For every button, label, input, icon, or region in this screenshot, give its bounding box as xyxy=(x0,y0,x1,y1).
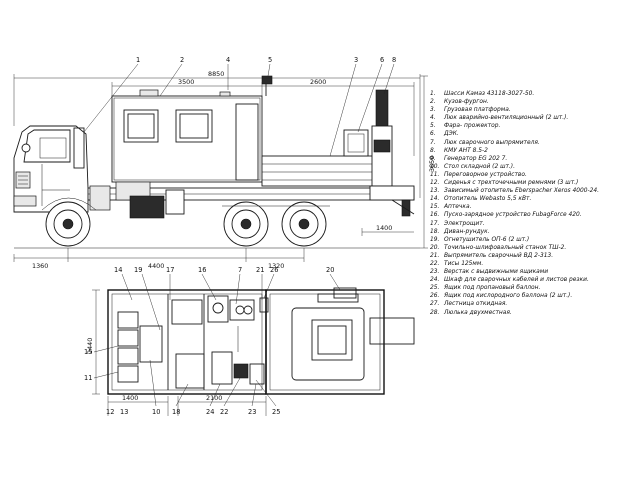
callout-25: 25 xyxy=(272,408,280,416)
legend-item: 4.Люк аварийно-вентиляционный (2 шт.). xyxy=(430,115,569,122)
rear-wheel-2 xyxy=(281,201,327,247)
legend-item: 17.Электрощит. xyxy=(430,220,485,227)
callout-8: 8 xyxy=(392,56,396,64)
callout-26: 26 xyxy=(270,266,278,274)
legend-item: 9.Генератор EG 202 7. xyxy=(430,155,508,162)
callout-15: 15 xyxy=(84,348,92,356)
legend-item: 19.Огнетушитель ОП-6 (2 шт.) xyxy=(430,236,530,243)
legend-item: 18.Диван-рундук. xyxy=(430,228,490,235)
front-wheel xyxy=(41,197,97,247)
callout-6: 6 xyxy=(380,56,384,64)
dim-overall-height: 3850 xyxy=(428,156,436,172)
legend-item: 26.Ящик под кислородного баллона (2 шт.)… xyxy=(430,293,573,300)
legend-item: 15.Аптечка. xyxy=(430,204,472,211)
callout-23: 23 xyxy=(248,408,256,416)
cargo-platform xyxy=(261,155,391,187)
legend-item: 10.Стол складной (2 шт.). xyxy=(430,163,515,170)
legend-item: 3.Грузовая платформа. xyxy=(430,107,511,114)
legend-item: 11.Переговорное устройство. xyxy=(430,171,527,178)
dim-bogie: 1320 xyxy=(268,262,284,270)
dim-plan-1400: 1400 xyxy=(122,394,138,402)
callout-10: 10 xyxy=(152,408,160,416)
callout-3: 3 xyxy=(354,56,358,64)
legend-item: 14.Отопитель Webasto 5,5 кВт. xyxy=(430,196,532,203)
legend-item: 20.Точильно-шлифовальный станок ТШ-2. xyxy=(430,244,567,251)
plan-view: 2440 1400 2100 14 19 17 16 7 21 26 20 15… xyxy=(84,266,415,416)
dim-body-length: 3500 xyxy=(178,78,194,86)
callout-21: 21 xyxy=(256,266,264,274)
callout-1: 1 xyxy=(136,56,140,64)
legend-item: 5.Фара- прожектор. xyxy=(430,123,501,130)
dim-plan-width: 2440 xyxy=(86,338,94,354)
legend-item: 8.КМУ АНТ 8.5-2 xyxy=(430,147,488,154)
callout-5: 5 xyxy=(268,56,272,64)
rear-wheel-1 xyxy=(223,201,269,247)
legend-item: 7.Люк сварочного выпрямителя. xyxy=(430,139,540,146)
side-view: 8850 3500 2600 3850 1400 1360 4400 1320 … xyxy=(13,56,436,270)
callout-24: 24 xyxy=(206,408,214,416)
legend-item: 23.Верстак с выдвижными ящиками xyxy=(430,269,549,276)
legend-item: 13.Зависимый отопитель Eberspacher Xeros… xyxy=(430,188,599,195)
callout-22: 22 xyxy=(220,408,228,416)
legend-item: 25.Ящик под пропановый баллон. xyxy=(430,285,541,292)
crane xyxy=(369,89,415,217)
callout-20: 20 xyxy=(326,266,334,274)
legend-item: 2.Кузов-фургон. xyxy=(430,99,489,106)
callout-12: 12 xyxy=(106,408,114,416)
callout-4: 4 xyxy=(226,56,230,64)
dim-plan-2100: 2100 xyxy=(206,394,222,402)
callout-17: 17 xyxy=(166,266,174,274)
legend-item: 27.Лестница откидная. xyxy=(430,301,508,308)
legend-item: 16.Пуско-зарядное устройство FubagForce … xyxy=(430,212,582,219)
callout-19: 19 xyxy=(134,266,142,274)
dim-crane-reach: 1400 xyxy=(376,224,392,232)
callout-18: 18 xyxy=(172,408,180,416)
legend-item: 6.ДЭК. xyxy=(430,131,459,138)
legend-item: 12.Сиденья с трехточечными ремнями (3 шт… xyxy=(430,180,579,187)
legend-item: 22.Тиcы 125мм. xyxy=(430,260,484,267)
body-van xyxy=(111,95,263,183)
dim-wheelbase: 4400 xyxy=(148,262,164,270)
callout-11: 11 xyxy=(84,374,92,382)
callout-14: 14 xyxy=(114,266,122,274)
callout-2: 2 xyxy=(180,56,184,64)
parts-legend: 1.Шасси Камаз 43118-3027-50. 2.Кузов-фур… xyxy=(430,90,635,317)
callout-16: 16 xyxy=(198,266,206,274)
legend-item: 28.Люлька двухместная. xyxy=(430,309,512,316)
dim-overall-length: 8850 xyxy=(208,70,224,78)
legend-item: 1.Шасси Камаз 43118-3027-50. xyxy=(430,91,535,97)
legend-item: 21.Выпрямитель сварочный ВД 2-313. xyxy=(430,252,554,259)
dim-front-overhang: 1360 xyxy=(32,262,48,270)
callout-13: 13 xyxy=(120,408,128,416)
dim-platform-length: 2600 xyxy=(310,78,326,86)
legend-item: 24.Шкаф для сварочных кабелей и листов р… xyxy=(430,277,589,284)
callout-7: 7 xyxy=(238,266,242,274)
